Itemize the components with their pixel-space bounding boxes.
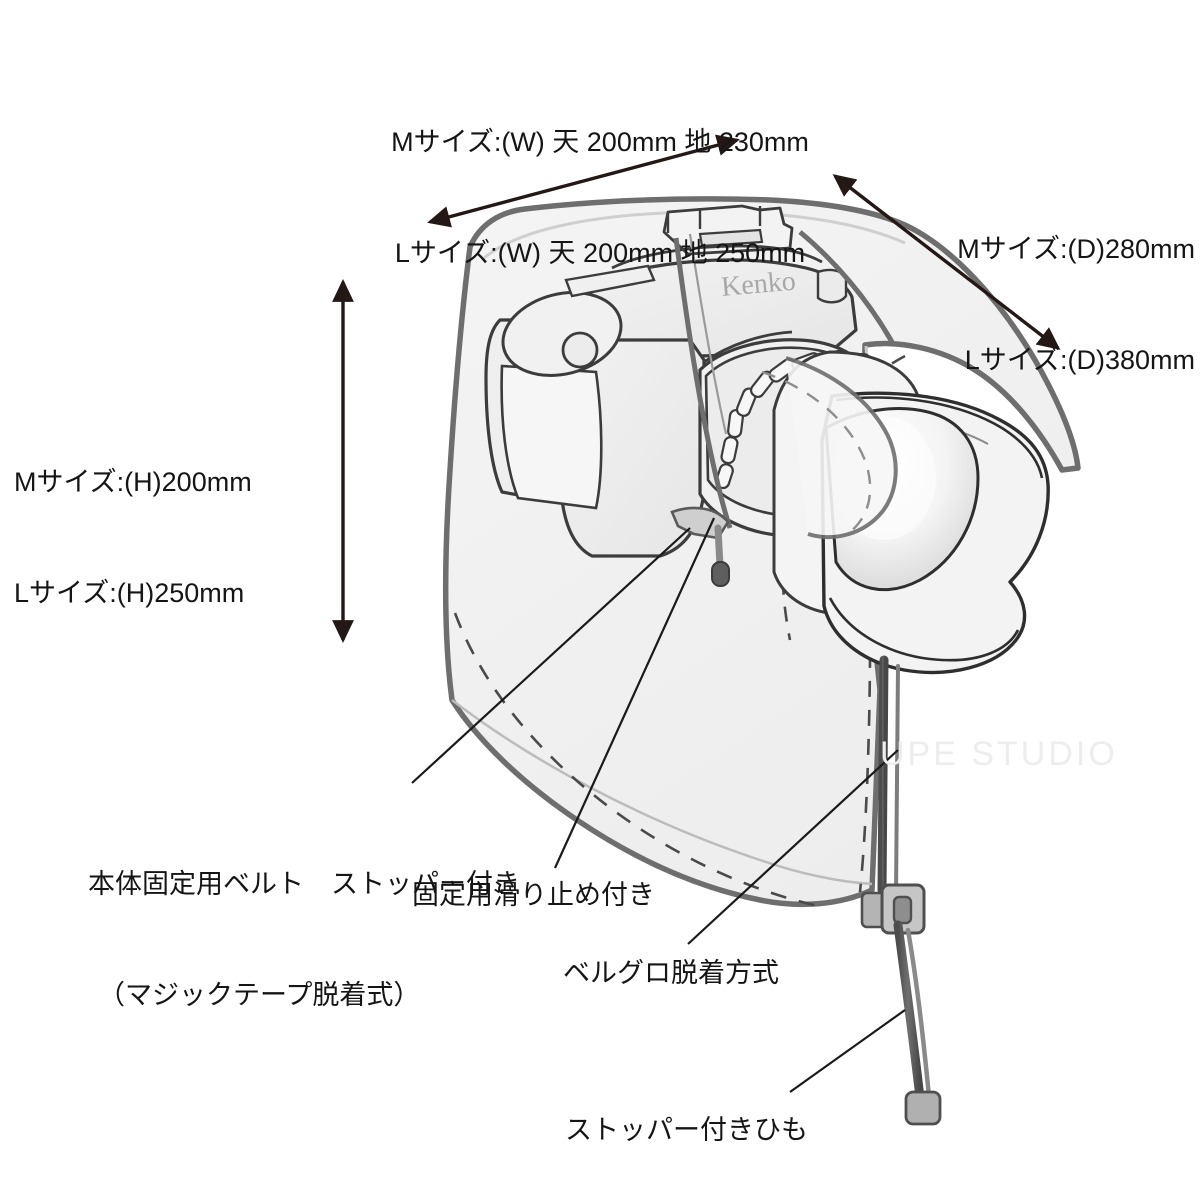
- leader-cord: [789, 1009, 906, 1093]
- fixing-belt: [761, 356, 898, 539]
- height-dimension-label-m: Mサイズ:(H)200mm: [14, 467, 252, 497]
- cord-with-stopper: [860, 655, 942, 1126]
- callout-cord-label: ストッパー付きひも: [565, 1115, 808, 1145]
- width-dimension-arrow: [427, 134, 740, 228]
- height-dimension-label: Mサイズ:(H)200mm Lサイズ:(H)250mm: [14, 390, 314, 686]
- width-dimension-label-m: Mサイズ:(W) 天 200mm 地 230mm: [391, 127, 809, 157]
- leader-velcro: [687, 749, 899, 945]
- height-dimension-label-l: Lサイズ:(H)250mm: [14, 578, 245, 608]
- callout-belt-line2: （マジックテープ脱着式）: [98, 980, 421, 1010]
- depth-dimension-label-m: Mサイズ:(D)280mm: [957, 234, 1195, 264]
- cord-buckle: [860, 883, 926, 935]
- leader-belt: [411, 527, 691, 784]
- depth-dimension-label-l: Lサイズ:(D)380mm: [964, 345, 1195, 375]
- callout-grip-label: 固定用滑り止め付き: [412, 880, 655, 910]
- width-dimension-label-l: Lサイズ:(W) 天 200mm 地 250mm: [394, 238, 806, 268]
- watermark-text: UPE STUDIO: [880, 735, 1118, 773]
- leader-grip: [553, 517, 716, 869]
- depth-dimension-arrow: [832, 174, 1061, 350]
- callout-belt-line1: 本体固定用ベルト ストッパー付き: [88, 869, 520, 899]
- width-dimension-label: Mサイズ:(W) 天 200mm 地 230mm Lサイズ:(W) 天 200m…: [345, 50, 855, 346]
- depth-dimension-label: Mサイズ:(D)280mm Lサイズ:(D)380mm: [820, 157, 1195, 453]
- callout-leader-lines: [411, 517, 906, 1093]
- callout-velcro-label: ベルグロ脱着方式: [563, 958, 779, 988]
- camera-brand-text: Kenko: [720, 266, 797, 303]
- callout-belt-label: 本体固定用ベルト ストッパー付き （マジックテープ脱着式）: [88, 792, 520, 1088]
- belt-stopper: [670, 506, 730, 587]
- dimension-arrows: [332, 134, 1061, 643]
